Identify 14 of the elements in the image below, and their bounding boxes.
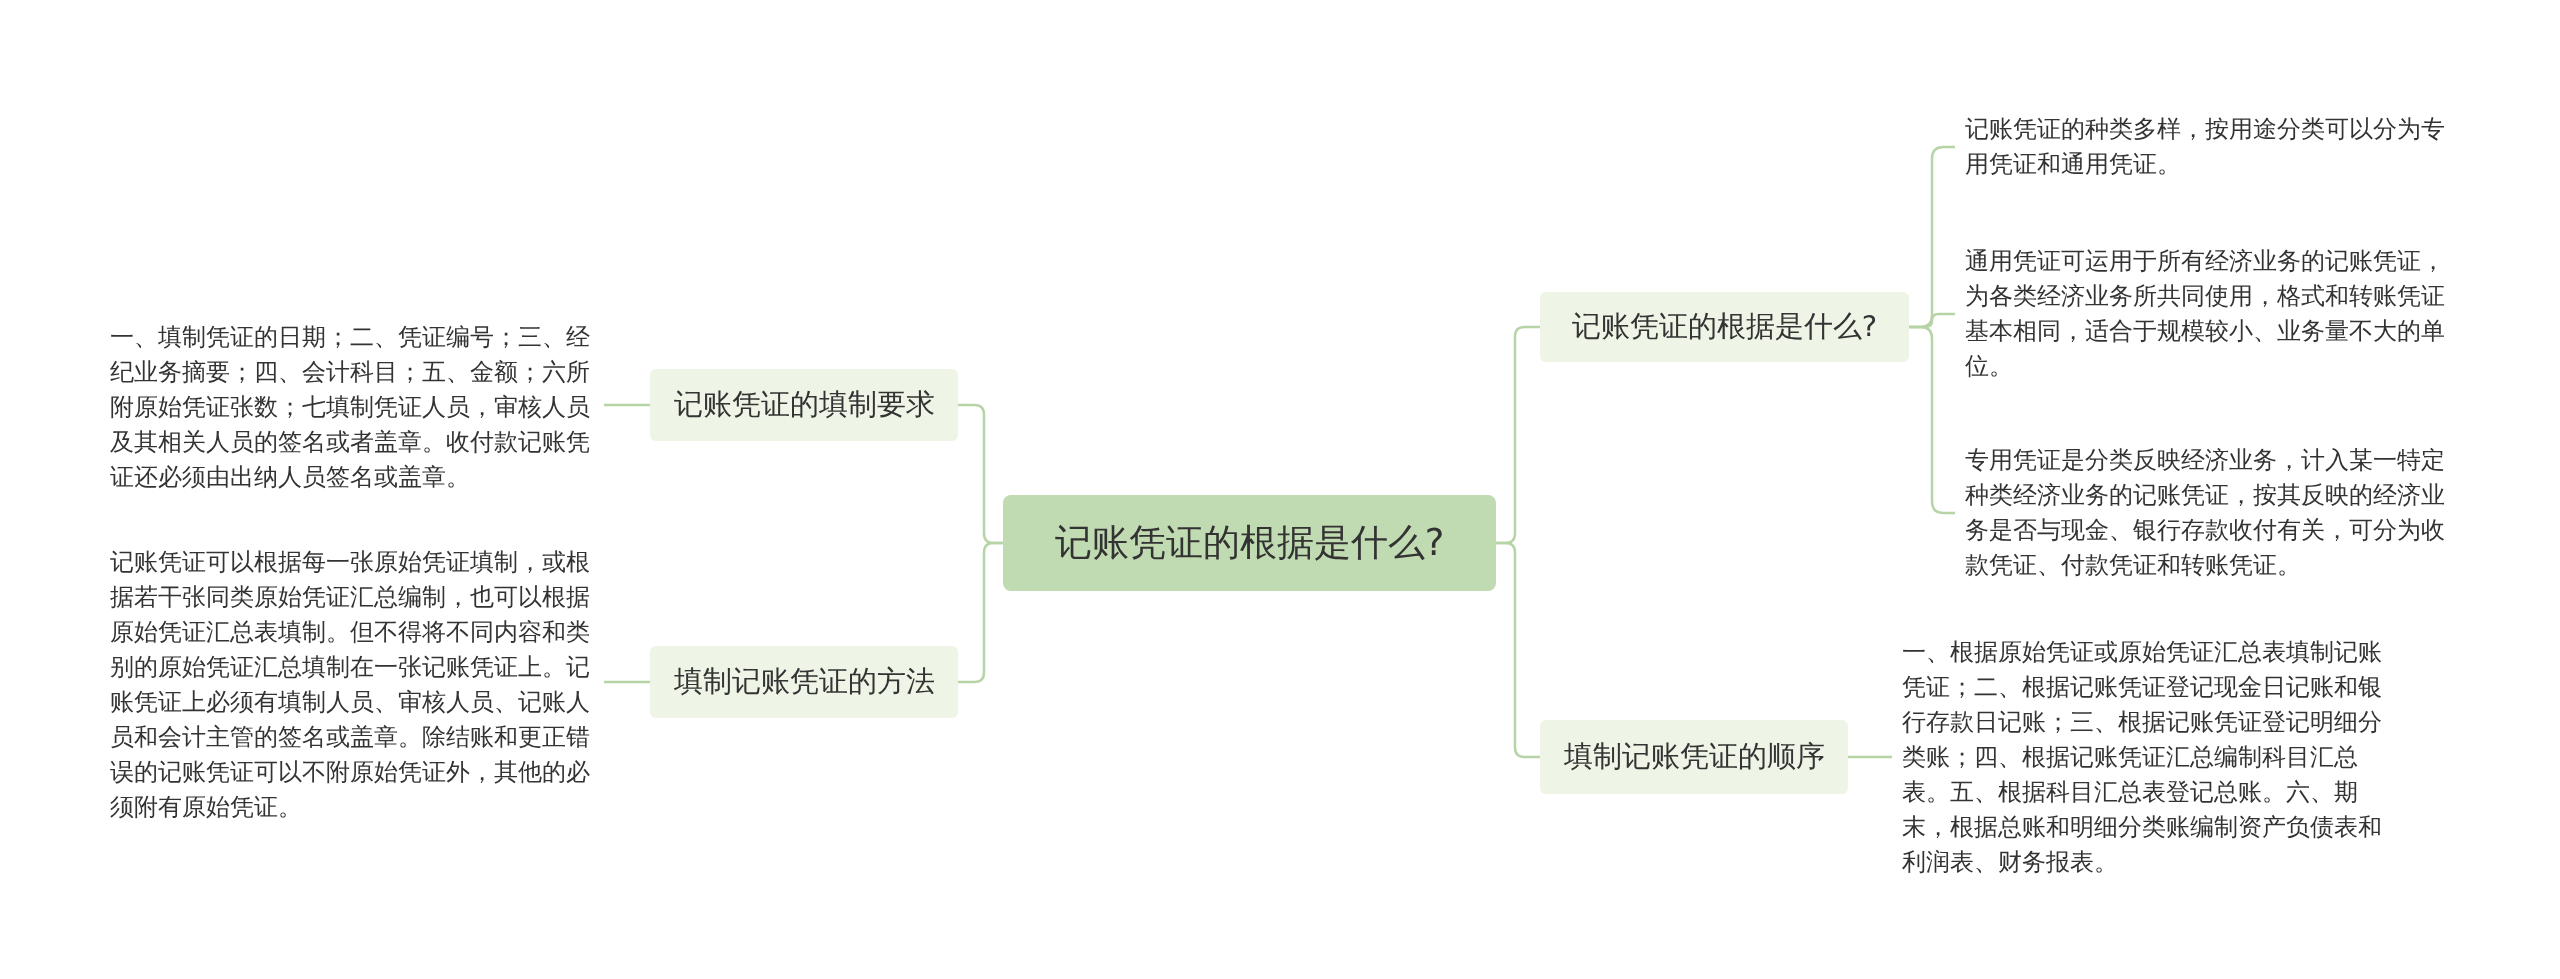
topic-text: 一、填制凭证的日期；二、凭证编号；三、经纪业务摘要；四、会计科目；五、金额；六所附原始凭证张数；七填制凭证人员，审核人员及其相关人员的签名或者盖章。收付款记账凭证还必须由出纳人员签名或盖章。	[100, 319, 604, 495]
topic-text: 记账凭证可以根据每一张原始凭证填制，或根据若干张同类原始凭证汇总编制，也可以根据原始凭证汇总表填制。但不得将不同内容和类别的原始凭证汇总填制在一张记账凭证上。记账凭证上必须有填制人员、审核人员、记账人员和会计主管的签名或盖章。除结账和更正错误的记账凭证可以不附原始凭证外，其他的必须附有原始凭证。	[100, 545, 604, 825]
connector-line	[1848, 755, 1892, 759]
topic-box: 填制记账凭证的顺序	[1540, 720, 1848, 794]
connector-line	[604, 680, 650, 684]
topic-text: 一、根据原始凭证或原始凭证汇总表填制记账凭证；二、根据记账凭证登记现金日记账和银行存款日记账；三、根据记账凭证登记明细分类账；四、根据记账凭证汇总编制科目汇总表。五、根据科目汇总表登记总账。六、期末，根据总账和明细分类账编制资产负债表和利润表、财务报表。	[1892, 634, 2398, 880]
topic-box: 记账凭证的根据是什么?	[1540, 292, 1909, 362]
topic-text: 记账凭证的种类多样，按用途分类可以分为专用凭证和通用凭证。	[1955, 112, 2461, 182]
topic-text: 专用凭证是分类反映经济业务，计入某一特定种类经济业务的记账凭证，按其反映的经济业务是否与现金、银行存款收付有关，可分为收款凭证、付款凭证和转账凭证。	[1955, 443, 2461, 583]
topic-box: 记账凭证的填制要求	[650, 369, 958, 441]
topic-box: 填制记账凭证的方法	[650, 646, 958, 718]
central-topic-box: 记账凭证的根据是什么?	[1003, 495, 1496, 591]
connector-line	[604, 403, 650, 407]
topic-text: 通用凭证可运用于所有经济业务的记账凭证，为各类经济业务所共同使用，格式和转账凭证基本相同，适合于规模较小、业务量不大的单位。	[1955, 244, 2461, 384]
